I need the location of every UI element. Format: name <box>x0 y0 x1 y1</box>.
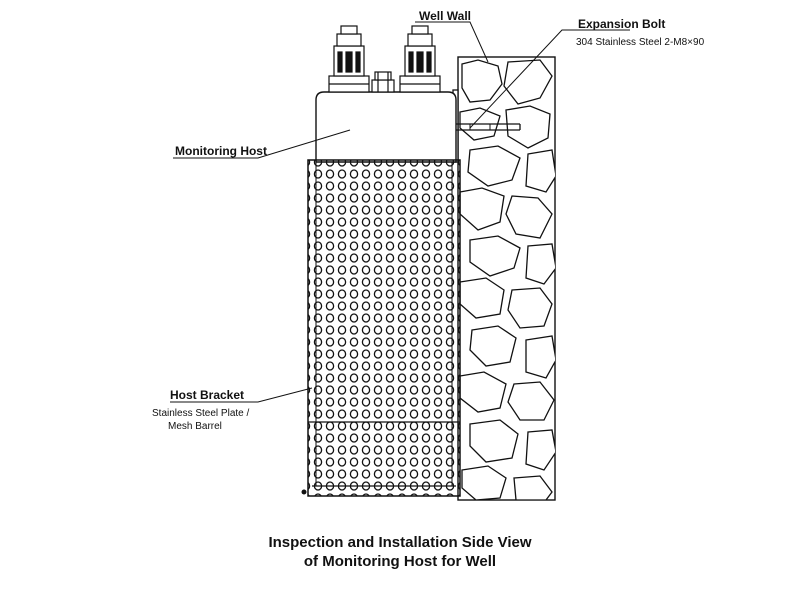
label-expansion-bolt: Expansion Bolt <box>578 17 666 31</box>
leader-well-wall <box>415 21 489 63</box>
diagram-title-line-2: of Monitoring Host for Well <box>303 553 497 570</box>
host-body <box>315 91 457 163</box>
bracket-bottom-marker <box>301 489 307 495</box>
connector-left-icon <box>328 25 370 93</box>
label-well-wall: Well Wall <box>419 9 472 23</box>
label-host-bracket: Host Bracket <box>170 388 245 402</box>
label-expansion-bolt-spec: 304 Stainless Steel 2-M8×90 <box>576 37 705 48</box>
label-monitoring-host: Monitoring Host <box>175 144 267 158</box>
label-host-bracket-spec-1: Stainless Steel Plate / <box>152 408 250 419</box>
leader-expansion-bolt <box>469 29 630 129</box>
host-bracket <box>307 159 461 497</box>
connector-right-icon <box>399 25 441 93</box>
leader-monitoring-host <box>173 129 351 159</box>
mesh-barrel <box>307 159 461 497</box>
cable-gland-icon <box>371 71 395 93</box>
monitoring-host <box>315 25 457 163</box>
label-host-bracket-spec-2: Mesh Barrel <box>168 421 222 432</box>
leader-host-bracket <box>170 387 313 403</box>
diagram-title-line-1: Inspection and Installation Side View <box>268 534 532 551</box>
leader-lines <box>170 21 630 403</box>
